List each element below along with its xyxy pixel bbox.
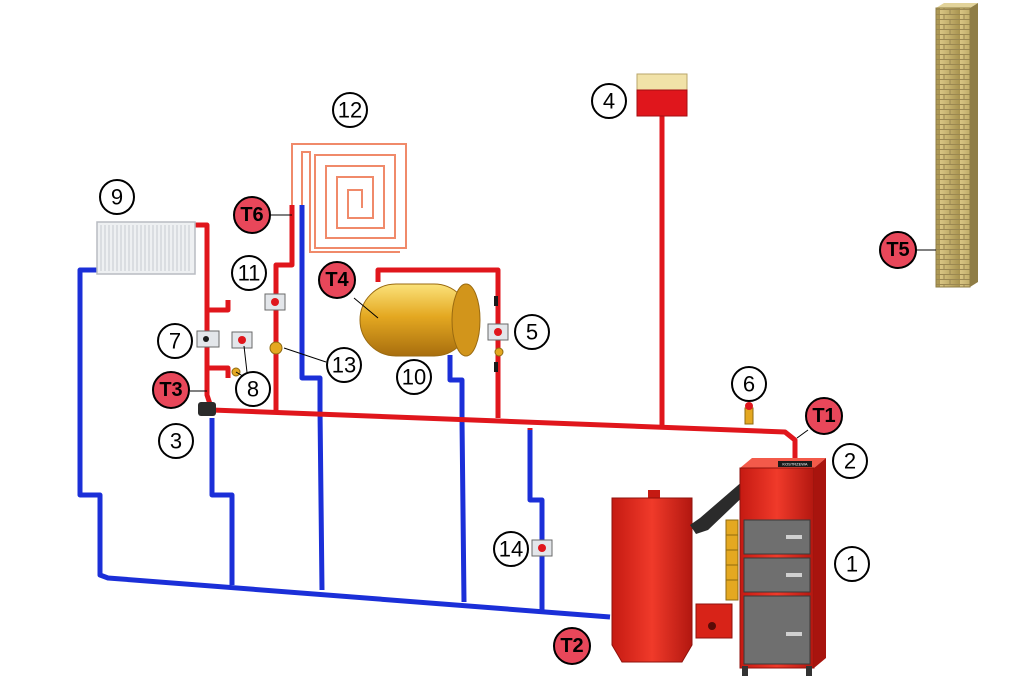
svg-text:4: 4 <box>603 89 615 114</box>
floor-heating-coil <box>291 143 407 253</box>
pump-14 <box>531 539 553 557</box>
tank-return-pipe <box>447 355 467 603</box>
svg-text:12: 12 <box>338 98 362 123</box>
svg-text:10: 10 <box>402 365 426 390</box>
valve-3 <box>198 402 216 416</box>
svg-text:1: 1 <box>846 552 858 577</box>
svg-text:9: 9 <box>111 185 123 210</box>
sensor-t1: T1 <box>805 397 843 435</box>
sensor-t4: T4 <box>318 261 356 299</box>
svg-text:3: 3 <box>170 429 182 454</box>
svg-text:T4: T4 <box>325 269 349 291</box>
svg-text:T3: T3 <box>159 379 182 401</box>
callout-5: 5 <box>514 314 550 350</box>
number-callouts: 1 2 3 4 5 6 7 8 9 10 11 12 13 14 <box>99 83 870 582</box>
svg-text:T6: T6 <box>240 204 263 226</box>
svg-text:8: 8 <box>247 377 259 402</box>
callout-6: 6 <box>731 366 767 402</box>
callout-4: 4 <box>591 83 627 119</box>
callout-2: 2 <box>832 443 868 479</box>
pump-11 <box>264 293 286 311</box>
expansion-tank <box>636 73 688 117</box>
chimney <box>935 3 978 288</box>
svg-text:T5: T5 <box>886 239 909 261</box>
callout-12: 12 <box>332 92 368 128</box>
boiler-brand-text: KOSTRZEWA <box>782 462 808 467</box>
svg-text:T2: T2 <box>560 635 583 657</box>
svg-text:5: 5 <box>526 320 538 345</box>
callout-3: 3 <box>158 423 194 459</box>
mixing-valve-13 <box>269 341 283 355</box>
callout-11: 11 <box>231 255 267 291</box>
floor-heating-supply-pipe <box>273 205 295 412</box>
svg-text:13: 13 <box>332 353 356 378</box>
svg-text:7: 7 <box>169 329 181 354</box>
pellet-hopper <box>611 490 733 663</box>
callout-13: 13 <box>326 347 362 383</box>
buffer-tank <box>359 283 481 357</box>
sensor-t6: T6 <box>233 196 271 234</box>
boiler-bypass-return-pipe <box>527 428 545 612</box>
safety-valve-6 <box>744 402 754 425</box>
pumps-and-valves <box>196 293 754 557</box>
floor-heating-return-pipe <box>299 205 325 591</box>
svg-text:2: 2 <box>844 449 856 474</box>
svg-text:14: 14 <box>499 537 523 562</box>
svg-text:6: 6 <box>743 372 755 397</box>
callout-10: 10 <box>396 359 432 395</box>
mixing-valve-loop-pipe <box>207 300 231 313</box>
callout-1: 1 <box>834 546 870 582</box>
main-supply-pipe <box>211 407 798 462</box>
callout-9: 9 <box>99 179 135 215</box>
sensor-t3: T3 <box>152 371 190 409</box>
pump-7 <box>196 330 220 348</box>
auger-feeder <box>690 480 752 601</box>
radiator <box>96 221 196 275</box>
callout-8: 8 <box>235 371 271 407</box>
svg-text:T1: T1 <box>812 405 835 427</box>
pump-8 <box>231 331 253 349</box>
mixing-valve-loop-pipe-2 <box>207 365 231 378</box>
pump-5 <box>487 296 509 372</box>
radiator-return-pipe <box>77 267 611 620</box>
callout-14: 14 <box>493 531 529 567</box>
mixing-valve-return-pipe <box>209 418 235 585</box>
sensor-t2: T2 <box>553 627 591 665</box>
return-pipes <box>77 205 611 620</box>
tank-supply-pipe <box>375 267 501 418</box>
sensor-t5: T5 <box>879 231 917 269</box>
callout-7: 7 <box>157 323 193 359</box>
svg-text:11: 11 <box>238 261 261 286</box>
boiler: KOSTRZEWA <box>739 458 826 676</box>
sensor-badges: T1 T2 T3 T4 T5 T6 <box>152 196 917 665</box>
supply-pipes <box>193 112 798 462</box>
radiator-supply-pipe <box>193 222 215 411</box>
